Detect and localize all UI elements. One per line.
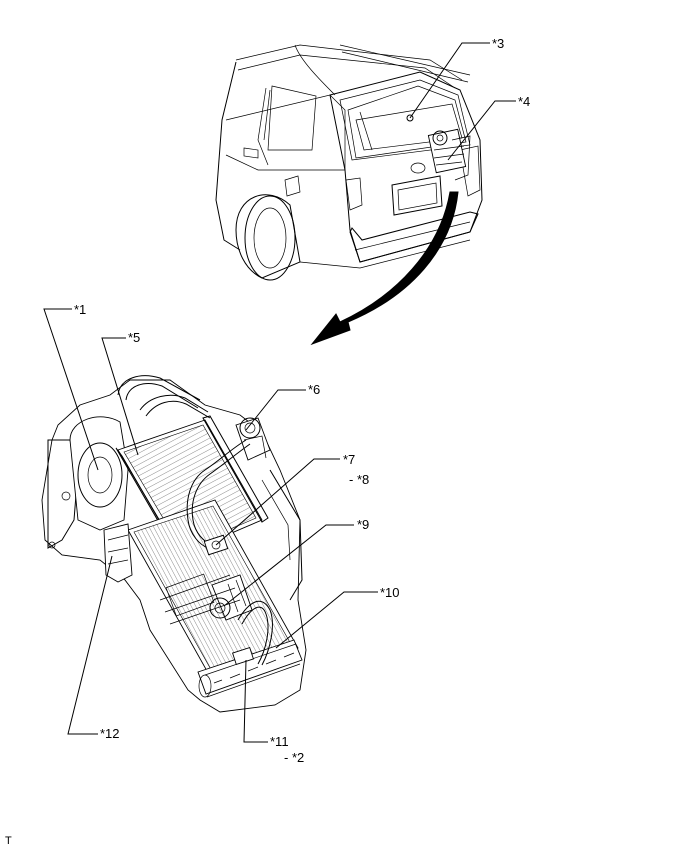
callout-2: - *2 — [284, 750, 304, 765]
callout-11: *11 — [270, 734, 289, 749]
corner-mark: T — [5, 835, 12, 847]
callout-4: *4 — [518, 94, 530, 109]
callout-6: *6 — [308, 382, 320, 397]
suv-rear-view-illustration — [215, 44, 483, 281]
callout-7: *7 — [343, 452, 355, 467]
curved-arrow-icon — [310, 191, 459, 346]
rear-air-conditioning-unit-illustration — [41, 375, 307, 713]
callout-8: - *8 — [349, 472, 369, 487]
callout-12: *12 — [100, 726, 120, 741]
leader-lines — [43, 42, 516, 743]
callout-1: *1 — [74, 302, 86, 317]
callout-5: *5 — [128, 330, 140, 345]
callout-10: *10 — [380, 585, 400, 600]
callout-9: *9 — [357, 517, 369, 532]
callout-3: *3 — [492, 36, 504, 51]
